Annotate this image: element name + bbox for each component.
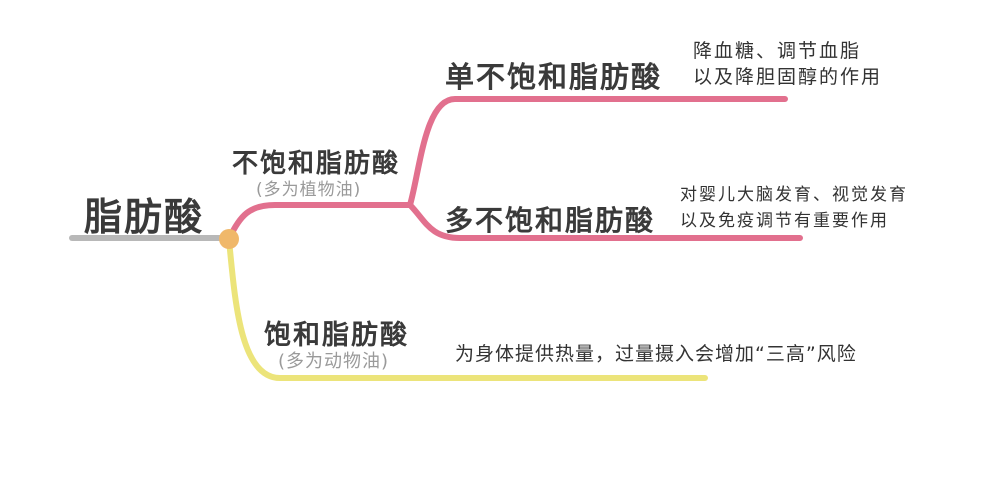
mono-branch-line [407,96,788,208]
mono-label: 单不饱和脂肪酸 [445,60,663,94]
saturated-label: 饱和脂肪酸 [264,320,409,351]
poly-note-line: 以及免疫调节有重要作用 [680,211,889,231]
unsaturated-sub: (多为植物油) [256,180,362,200]
saturated-branch-line [226,237,708,381]
unsaturated-branch-line [226,202,413,242]
root-node-dot [219,229,239,249]
mono-note: 降血糖、调节血脂 以及降胆固醇的作用 [693,38,882,90]
root-label: 脂肪酸 [84,195,205,239]
saturated-note: 为身体提供热量，过量摄入会增加“三高”风险 [455,343,857,365]
poly-branch-line [407,202,803,241]
unsaturated-label: 不饱和脂肪酸 [232,149,401,179]
mono-note-line: 降血糖、调节血脂 [693,40,862,62]
poly-label: 多不饱和脂肪酸 [445,204,656,237]
mono-note-line: 以及降胆固醇的作用 [693,66,883,88]
saturated-sub: (多为动物油) [278,351,390,372]
poly-note-line: 对婴儿大脑发育、视觉发育 [680,185,908,205]
poly-note: 对婴儿大脑发育、视觉发育 以及免疫调节有重要作用 [680,182,908,234]
